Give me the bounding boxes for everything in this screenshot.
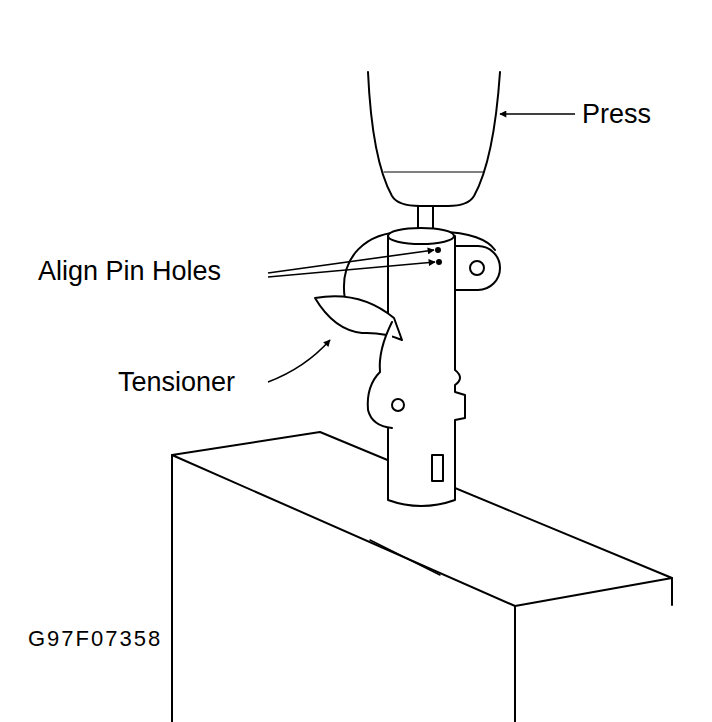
leader-line xyxy=(268,262,435,277)
press-ram xyxy=(368,72,500,232)
figure-number: G97F07358 xyxy=(28,628,162,650)
leader-line xyxy=(500,113,575,115)
part-label: Press xyxy=(582,101,651,128)
leader-line xyxy=(268,340,330,382)
part-label: Align Pin Holes xyxy=(38,258,221,285)
part-label: Tensioner xyxy=(118,369,235,396)
